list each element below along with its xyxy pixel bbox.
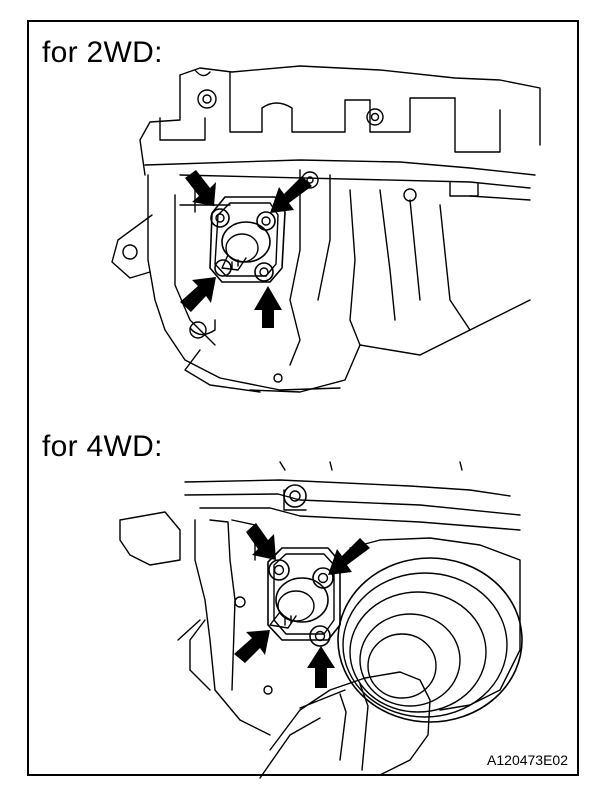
arrows-2wd	[180, 170, 312, 328]
figure-frame	[27, 20, 579, 776]
section-label-2wd: for 2WD:	[42, 36, 163, 69]
illustration-4wd	[119, 461, 523, 779]
illustration-2wd	[111, 65, 541, 393]
section-label-4wd: for 4WD:	[42, 430, 163, 463]
arrows-4wd	[234, 523, 370, 688]
figure-code: A120473E02	[487, 752, 568, 768]
